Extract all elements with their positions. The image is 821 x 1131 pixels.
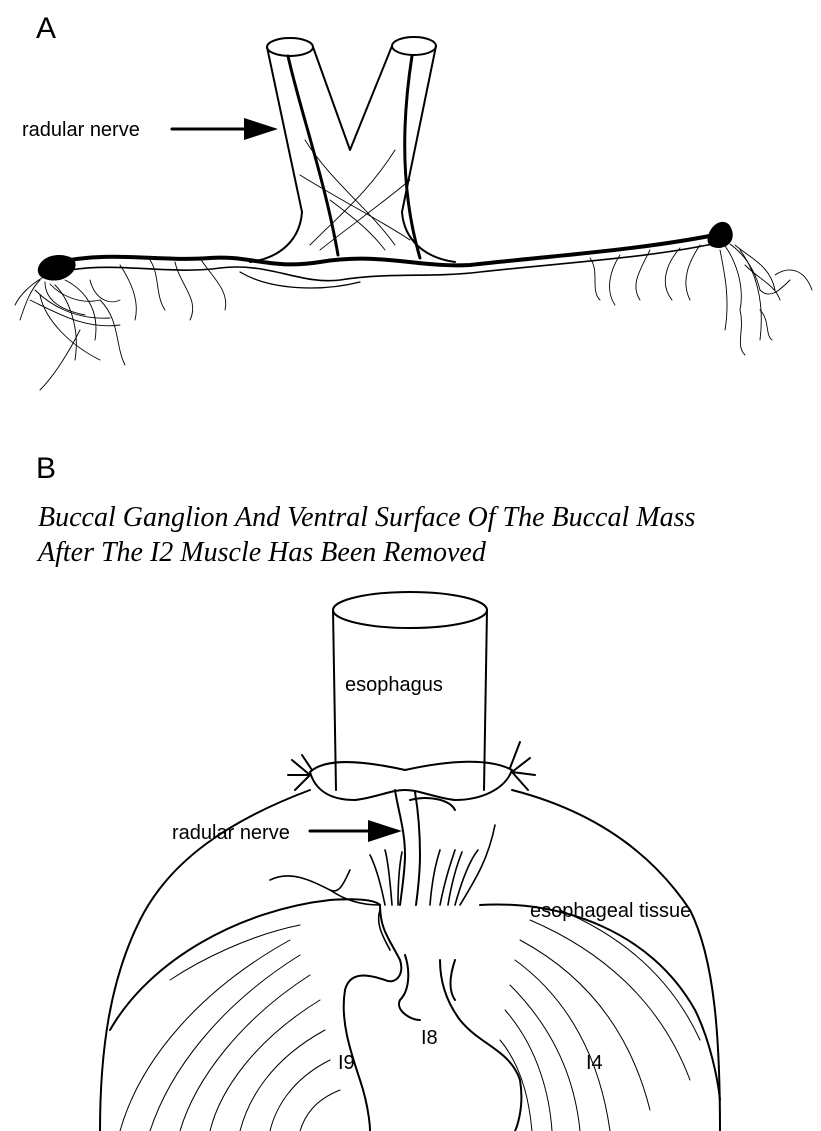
panel-a-crossing-fibers [300,140,410,250]
panel-b-radular-nerve-label: radular nerve [172,822,290,844]
panel-b-i4-label: I4 [586,1052,603,1074]
panel-b-letter: B [36,452,56,485]
panel-b-esophagus-label: esophagus [345,674,443,696]
panel-b-radular-nerve [395,790,455,905]
panel-b-buccal-ganglia [288,742,535,800]
panel-b-title-line2: After The I2 Muscle Has Been Removed [36,537,487,568]
panel-b-muscle-striations [120,910,700,1131]
panel-b-i9-label: I9 [338,1052,355,1074]
panel-b-i8-label: I8 [421,1027,438,1049]
panel-a-radular-nerve-arrow [172,118,278,140]
panel-b-radular-branches [370,825,495,950]
panel-a-letter: A [36,12,56,45]
panel-a-buccal-commissure [55,234,722,288]
panel-a-radular-nerve-trunk [250,37,455,262]
panel-a-right-ganglion [590,222,812,355]
panel-b-radular-nerve-arrow [310,820,402,842]
panel-a-left-ganglion [15,255,226,390]
panel-a-radular-nerve-label: radular nerve [22,119,140,141]
panel-b-esophageal-tissue-label: esophageal tissue [530,900,691,922]
panel-b-title-line1: Buccal Ganglion And Ventral Surface Of T… [38,502,695,533]
panel-b-muscle-regions [110,899,720,1131]
